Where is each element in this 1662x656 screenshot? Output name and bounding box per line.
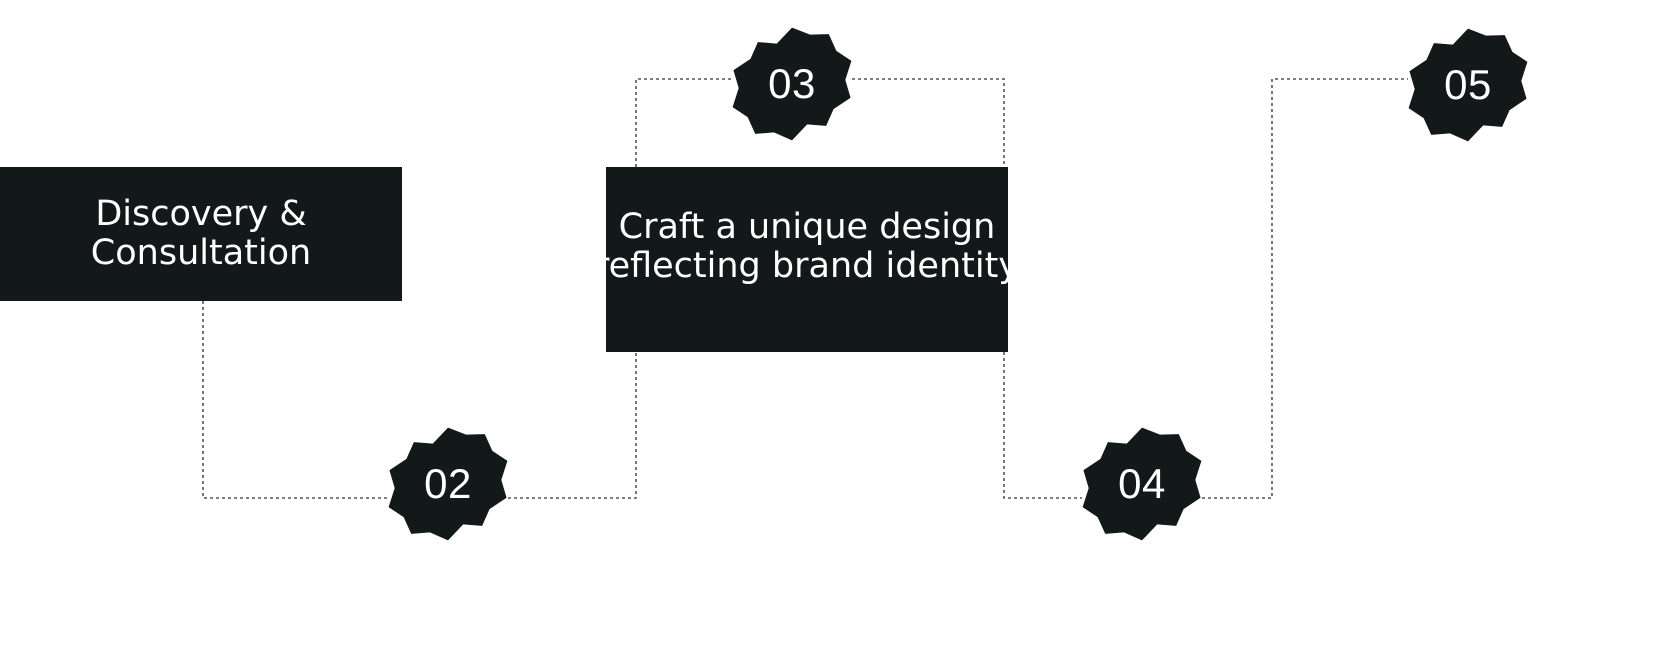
nine-point-star-icon bbox=[1082, 427, 1202, 541]
step-badge-02: 02 bbox=[388, 424, 508, 544]
nine-point-star-icon bbox=[1408, 28, 1528, 142]
connector-3-top bbox=[635, 78, 732, 167]
step-label-line-2: reflecting brand identity bbox=[606, 246, 1008, 286]
step-number: 02 bbox=[424, 460, 472, 507]
step-block-design: Craft a unique design reflecting brand i… bbox=[606, 167, 1008, 352]
step-badge-05: 05 bbox=[1408, 25, 1528, 145]
connector-1-to-2 bbox=[202, 301, 388, 499]
step-block-label: Craft a unique design reflecting brand i… bbox=[606, 208, 1008, 286]
step-label-line-1: Craft a unique design bbox=[618, 207, 996, 247]
connector-4-to-5 bbox=[1202, 78, 1408, 499]
step-label-line-1: Discovery & bbox=[95, 194, 307, 234]
nine-point-star-icon bbox=[388, 427, 508, 541]
step-badge-03: 03 bbox=[732, 24, 852, 144]
step-number: 03 bbox=[768, 60, 816, 107]
step-number: 04 bbox=[1118, 460, 1166, 507]
step-block-label: Discovery & Consultation bbox=[0, 195, 402, 273]
step-label-line-2: Consultation bbox=[90, 233, 312, 273]
connector-2-to-3 bbox=[508, 352, 637, 499]
connector-3-top-right bbox=[852, 78, 1005, 167]
step-badge-04: 04 bbox=[1082, 424, 1202, 544]
step-number: 05 bbox=[1444, 61, 1492, 108]
step-block-discovery: Discovery & Consultation bbox=[0, 167, 402, 301]
connector-3-to-4 bbox=[1003, 352, 1082, 499]
nine-point-star-icon bbox=[732, 27, 852, 141]
